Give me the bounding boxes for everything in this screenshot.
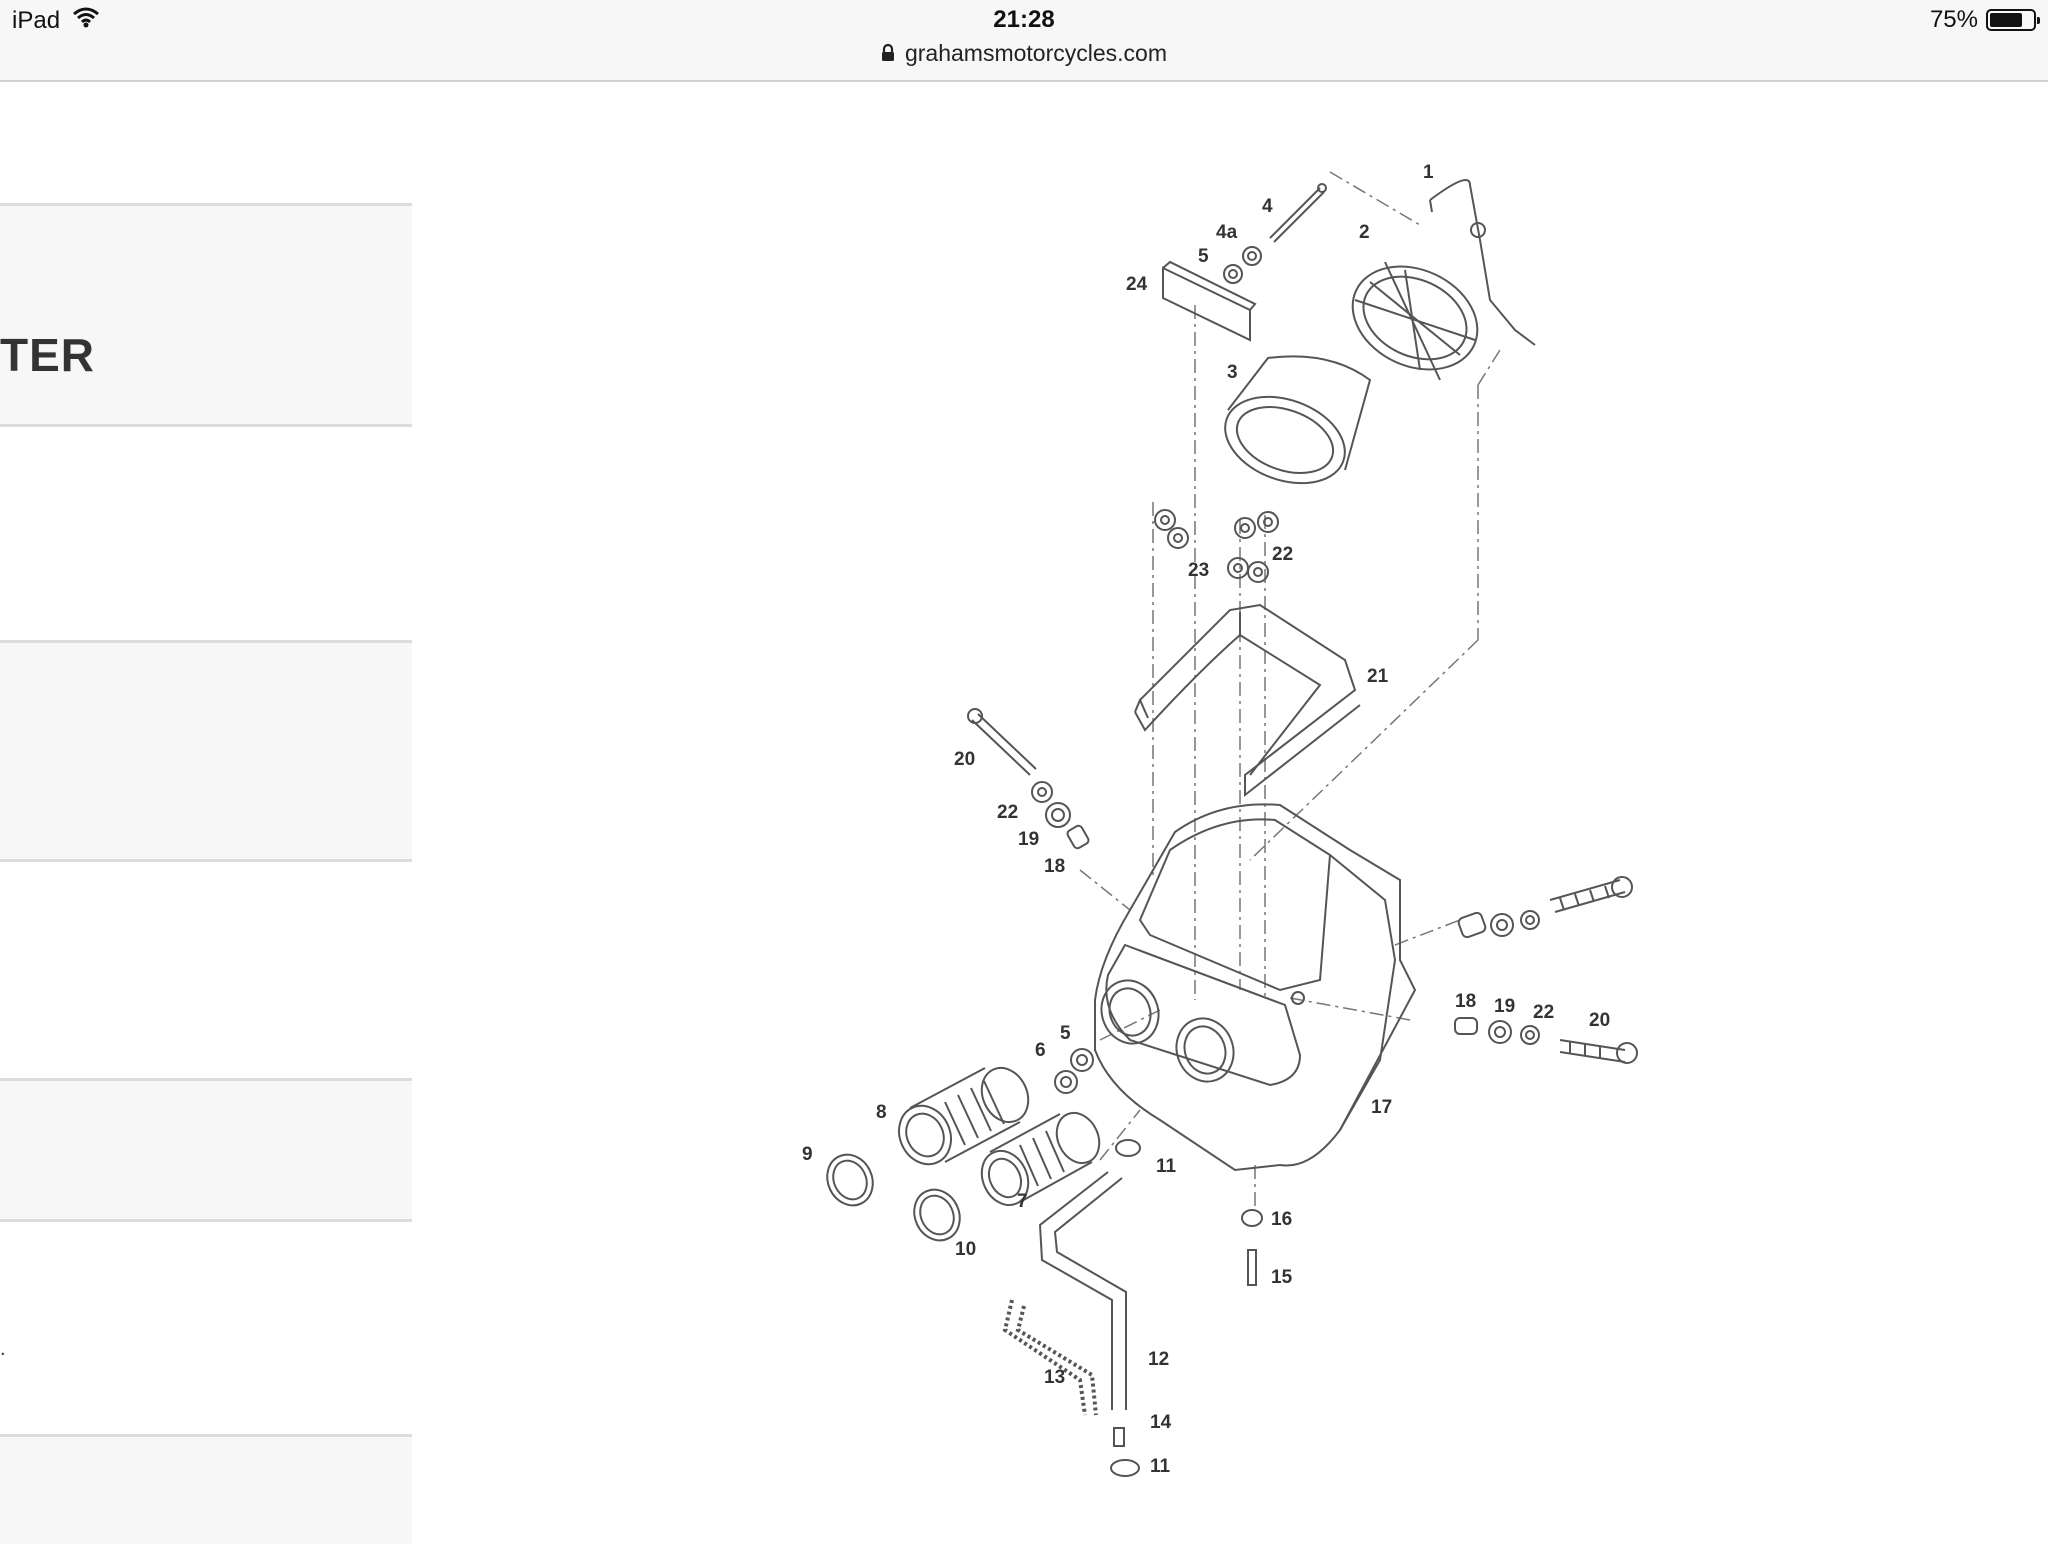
label-18-left: 18 [1044, 856, 1065, 877]
label-22-left: 22 [997, 802, 1018, 823]
label-1: 1 [1423, 162, 1434, 183]
label-4a: 4a [1216, 222, 1238, 243]
label-11-top: 11 [1156, 1156, 1177, 1177]
sidebar-panel-3[interactable] [0, 1078, 412, 1222]
label-15: 15 [1271, 1267, 1293, 1288]
label-12: 12 [1148, 1349, 1169, 1370]
status-left: iPad [12, 6, 100, 35]
label-4: 4 [1262, 196, 1273, 217]
label-20-right: 20 [1589, 1010, 1610, 1031]
status-right: 75% [1929, 6, 2040, 34]
label-8: 8 [876, 1102, 887, 1123]
panel-title: TER [0, 329, 95, 381]
parts-diagram: 1 2 3 4 4a 5 24 22 23 21 20 22 19 18 18 … [802, 162, 1638, 1477]
label-19-left: 19 [1018, 829, 1039, 850]
label-2: 2 [1359, 222, 1370, 243]
label-13: 13 [1044, 1367, 1065, 1388]
label-22-right: 22 [1533, 1002, 1554, 1023]
label-23: 23 [1188, 560, 1209, 581]
wifi-icon [72, 6, 100, 35]
device-name: iPad [12, 6, 61, 34]
address-bar[interactable]: grahamsmotorcycles.com [0, 40, 2048, 68]
label-5-top: 5 [1198, 246, 1209, 267]
sidebar-panel-2[interactable] [0, 640, 412, 862]
sidebar-panel-4[interactable] [0, 1434, 412, 1544]
lock-icon [881, 41, 895, 68]
stray-text: . [0, 1338, 6, 1360]
label-14: 14 [1150, 1412, 1172, 1433]
label-24: 24 [1126, 274, 1148, 295]
clock: 21:28 [993, 6, 1055, 33]
sidebar-panel-1[interactable]: TER [0, 203, 412, 427]
label-9: 9 [802, 1144, 813, 1165]
url-text: grahamsmotorcycles.com [904, 40, 1168, 66]
label-19-right: 19 [1494, 996, 1515, 1017]
battery-percent: 75% [1929, 6, 1978, 33]
status-bar: iPad 21:28 grahamsmotorcycles.com 75% [0, 0, 2048, 82]
label-10: 10 [955, 1239, 976, 1260]
label-21: 21 [1367, 666, 1389, 687]
battery-icon [1986, 9, 2040, 31]
label-5-lower: 5 [1060, 1023, 1071, 1044]
label-16: 16 [1271, 1209, 1292, 1230]
label-7: 7 [1017, 1191, 1028, 1212]
label-17: 17 [1371, 1097, 1392, 1118]
label-20-left: 20 [954, 749, 975, 770]
label-6: 6 [1035, 1040, 1046, 1061]
label-22-top: 22 [1272, 544, 1293, 565]
label-18-right: 18 [1455, 991, 1476, 1012]
label-11-bottom: 11 [1150, 1456, 1171, 1477]
label-3: 3 [1227, 362, 1238, 383]
